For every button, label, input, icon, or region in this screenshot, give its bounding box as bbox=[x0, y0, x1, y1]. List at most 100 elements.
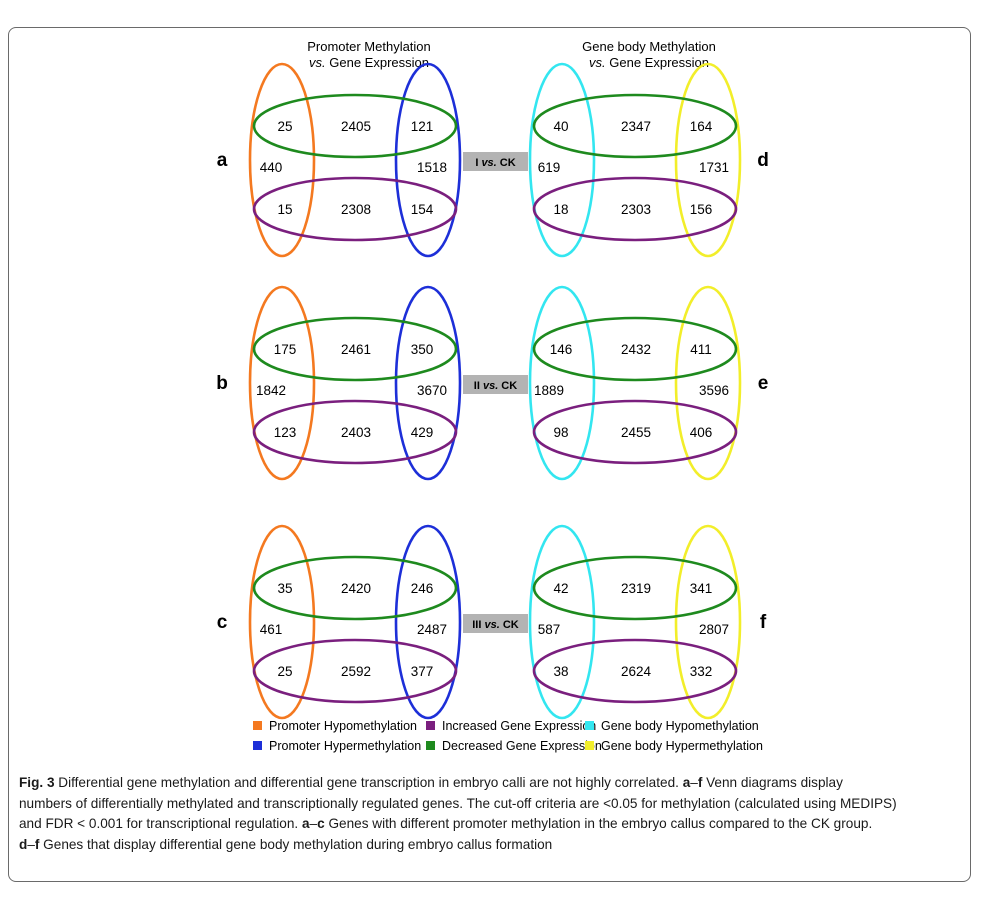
comparison-label-text: II vs. CK bbox=[474, 380, 517, 392]
comparison-label: I vs. CK bbox=[463, 152, 528, 171]
count-increased-only: 2303 bbox=[621, 202, 651, 217]
legend-label: Increased Gene Expression bbox=[442, 719, 596, 733]
promoter-hyper-ellipse bbox=[394, 62, 462, 258]
count-hyper-only: 1731 bbox=[699, 160, 729, 175]
caption-ref-c: c bbox=[317, 816, 325, 831]
legend-item: Promoter Hypermethylation bbox=[253, 739, 421, 753]
comparison-label: II vs. CK bbox=[463, 375, 528, 394]
caption-ref-f: f bbox=[697, 775, 703, 790]
venn-figure: Promoter Methylation vs. Gene Expression… bbox=[216, 39, 769, 753]
legend-swatch bbox=[253, 721, 262, 730]
count-hypo-decreased: 146 bbox=[550, 342, 573, 357]
count-hyper-decreased: 411 bbox=[690, 342, 712, 357]
count-increased-only: 2624 bbox=[621, 664, 652, 679]
genebody-header: Gene body Methylation vs. Gene Expressio… bbox=[582, 39, 716, 70]
caption-ref-f2: f bbox=[34, 836, 40, 852]
caption-dash-3: – bbox=[27, 836, 35, 852]
panel-label: a bbox=[217, 150, 228, 171]
caption-fig-label: Fig. 3 bbox=[19, 775, 55, 790]
count-hyper-only: 2807 bbox=[699, 622, 729, 637]
figure-caption: Fig. 3 Differential gene methylation and… bbox=[19, 773, 964, 855]
count-hypo-increased: 98 bbox=[553, 425, 568, 440]
promoter-hyper-ellipse bbox=[394, 524, 462, 720]
count-hypo-only: 461 bbox=[260, 622, 283, 637]
genebody-increased-ellipse bbox=[532, 399, 738, 465]
caption-sentence-1: Differential gene methylation and differ… bbox=[54, 775, 683, 790]
count-hypo-increased: 38 bbox=[553, 664, 568, 679]
legend-swatch bbox=[585, 721, 594, 730]
panel-label: e bbox=[758, 373, 769, 394]
genebody-decreased-ellipse bbox=[532, 555, 738, 621]
caption-dash-2: – bbox=[309, 816, 318, 831]
promoter-increased-ellipse bbox=[252, 638, 458, 704]
count-hypo-increased: 15 bbox=[277, 202, 292, 217]
promoter-decreased-ellipse bbox=[252, 555, 458, 621]
legend-swatch bbox=[426, 721, 435, 730]
promoter-decreased-ellipse bbox=[252, 93, 458, 159]
panel-label: c bbox=[217, 612, 228, 633]
legend-label: Promoter Hypermethylation bbox=[269, 739, 421, 753]
genebody-decreased-ellipse bbox=[532, 316, 738, 382]
promoter-header-line1: Promoter Methylation bbox=[307, 39, 431, 54]
comparison-label-text: III vs. CK bbox=[472, 619, 519, 631]
legend: Promoter Hypomethylation Increased Gene E… bbox=[253, 719, 763, 753]
count-hyper-only: 3596 bbox=[699, 383, 729, 398]
count-hypo-only: 440 bbox=[260, 160, 283, 175]
count-hyper-only: 2487 bbox=[417, 622, 447, 637]
caption-dash: – bbox=[690, 775, 698, 790]
count-hyper-only: 1518 bbox=[417, 160, 447, 175]
legend-item: Decreased Gene Expression bbox=[426, 739, 602, 753]
caption-ref-d: d bbox=[19, 836, 28, 852]
count-hypo-decreased: 175 bbox=[274, 342, 297, 357]
legend-swatch bbox=[585, 741, 594, 750]
count-hypo-decreased: 25 bbox=[277, 119, 292, 134]
count-hyper-only: 3670 bbox=[417, 383, 447, 398]
legend-swatch bbox=[253, 741, 262, 750]
comparison-label: III vs. CK bbox=[463, 614, 528, 633]
count-hypo-only: 1842 bbox=[256, 383, 286, 398]
caption-sentence-4: Genes that display differential gene bod… bbox=[39, 836, 553, 852]
count-increased-only: 2455 bbox=[621, 425, 651, 440]
comparison-label-box bbox=[463, 614, 528, 633]
promoter-decreased-ellipse bbox=[252, 316, 458, 382]
panel-label: b bbox=[216, 373, 228, 394]
count-hyper-decreased: 350 bbox=[411, 342, 434, 357]
legend-swatch bbox=[426, 741, 435, 750]
count-increased-only: 2308 bbox=[341, 202, 371, 217]
genebody-hyper-ellipse bbox=[674, 285, 742, 481]
genebody-header-line1: Gene body Methylation bbox=[582, 39, 716, 54]
legend-item: Gene body Hypomethylation bbox=[585, 719, 759, 733]
caption-sentence-3: Genes with different promoter methylatio… bbox=[324, 816, 873, 831]
caption-ref-a: a bbox=[682, 775, 691, 790]
caption-line-2: numbers of differentially methylated and… bbox=[19, 795, 897, 811]
promoter-header-line2: vs. Gene Expression bbox=[309, 55, 429, 70]
count-increased-only: 2403 bbox=[341, 425, 371, 440]
count-decreased-only: 2461 bbox=[341, 342, 371, 357]
legend-label: Decreased Gene Expression bbox=[442, 739, 602, 753]
count-hyper-decreased: 246 bbox=[411, 581, 434, 596]
count-decreased-only: 2420 bbox=[341, 581, 371, 596]
count-hyper-increased: 332 bbox=[690, 664, 713, 679]
legend-item: Increased Gene Expression bbox=[426, 719, 596, 733]
count-decreased-only: 2405 bbox=[341, 119, 371, 134]
legend-item: Promoter Hypomethylation bbox=[253, 719, 417, 733]
count-hyper-decreased: 164 bbox=[690, 119, 713, 134]
promoter-increased-ellipse bbox=[252, 176, 458, 242]
comparison-label-box bbox=[463, 375, 528, 394]
panel-label: d bbox=[757, 150, 769, 171]
caption-ref-a2: a bbox=[301, 816, 310, 831]
count-hyper-increased: 156 bbox=[690, 202, 713, 217]
genebody-hyper-ellipse bbox=[674, 62, 742, 258]
count-hypo-increased: 123 bbox=[274, 425, 297, 440]
count-hypo-decreased: 40 bbox=[553, 119, 568, 134]
legend-label: Gene body Hypermethylation bbox=[601, 739, 763, 753]
promoter-hypo-ellipse bbox=[248, 285, 316, 481]
